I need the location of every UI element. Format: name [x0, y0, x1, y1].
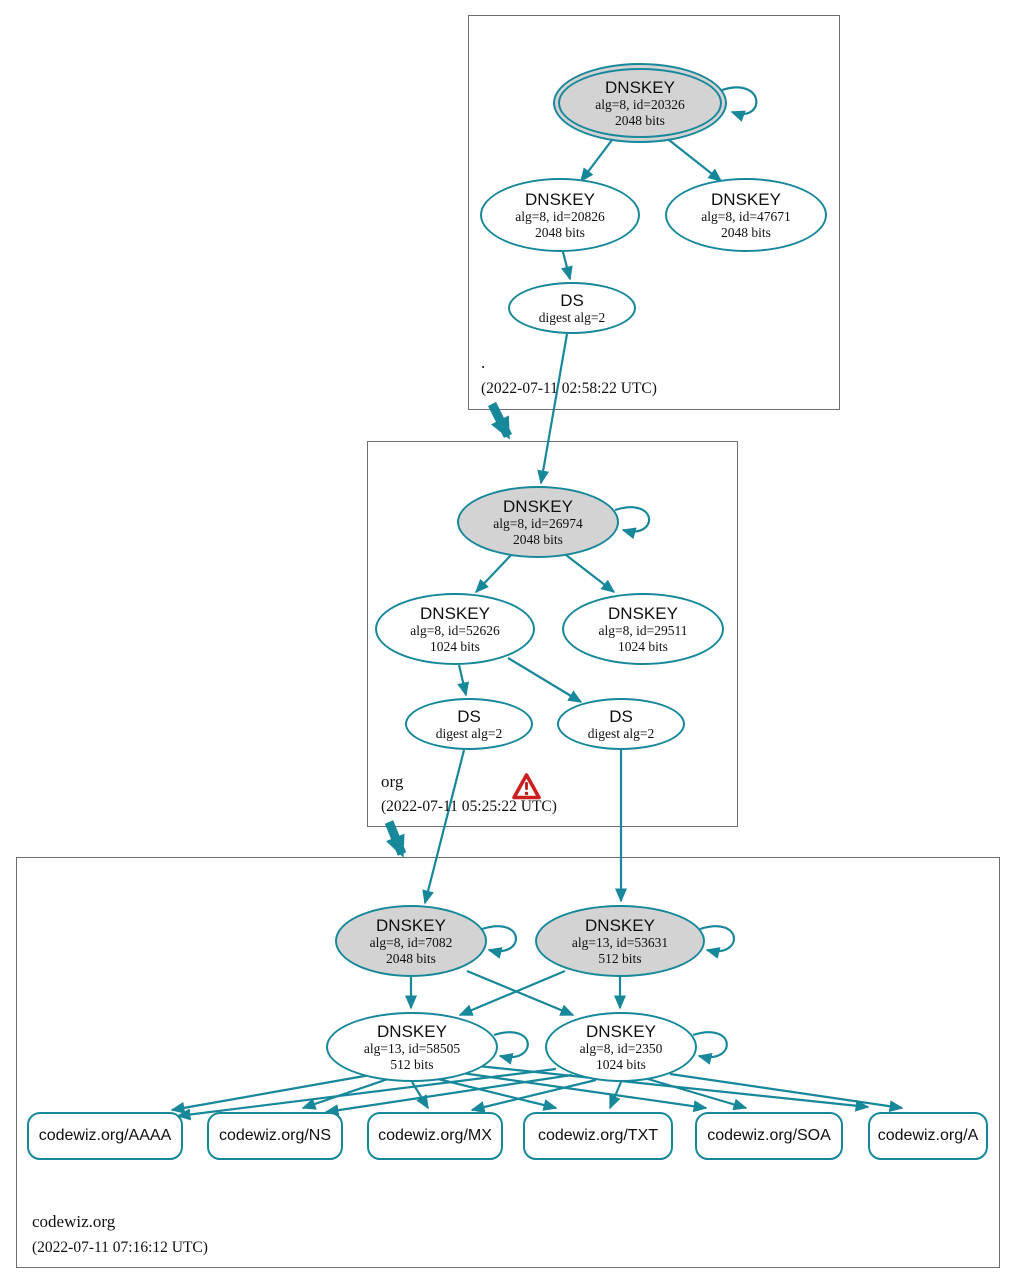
node-title: DNSKEY: [711, 189, 781, 209]
org-zsk-dnskey-node-29511[interactable]: DNSKEY alg=8, id=29511 1024 bits: [562, 593, 724, 665]
node-bits: 2048 bits: [721, 224, 771, 240]
node-bits: 2048 bits: [535, 224, 585, 240]
zone-name-org: org: [381, 772, 404, 791]
node-bits: 512 bits: [598, 950, 642, 966]
rrset-label: codewiz.org/AAAA: [38, 1127, 172, 1144]
rrset-label: codewiz.org/SOA: [707, 1127, 831, 1144]
node-bits: 1024 bits: [596, 1056, 646, 1072]
rrset-node-codewiz-org-txt[interactable]: codewiz.org/TXT: [523, 1112, 673, 1160]
org-ds-node-right[interactable]: DS digest alg=2: [557, 698, 685, 750]
node-detail: alg=8, id=52626: [410, 622, 500, 638]
node-title: DS: [560, 290, 584, 310]
node-detail: digest alg=2: [587, 725, 655, 741]
node-bits: 2048 bits: [615, 112, 665, 128]
node-title: DS: [457, 706, 481, 726]
rrset-node-codewiz-org-a[interactable]: codewiz.org/A: [868, 1112, 988, 1160]
node-title: DNSKEY: [525, 189, 595, 209]
node-detail: digest alg=2: [435, 725, 503, 741]
zone-timestamp-codewiz-org: (2022-07-11 07:16:12 UTC): [32, 1239, 208, 1256]
node-detail: alg=8, id=20326: [595, 96, 685, 112]
node-title: DS: [609, 706, 633, 726]
node-detail: alg=13, id=58505: [363, 1040, 461, 1056]
node-bits: 1024 bits: [618, 638, 668, 654]
node-title: DNSKEY: [608, 603, 678, 623]
node-title: DNSKEY: [503, 496, 573, 516]
node-detail: alg=8, id=47671: [701, 208, 791, 224]
zone-timestamp-root: (2022-07-11 02:58:22 UTC): [481, 380, 657, 397]
node-title: DNSKEY: [377, 1021, 447, 1041]
root-ds-node[interactable]: DS digest alg=2: [508, 282, 636, 334]
node-bits: 1024 bits: [430, 638, 480, 654]
node-title: DNSKEY: [585, 915, 655, 935]
codewiz-ksk-dnskey-node-53631[interactable]: DNSKEY alg=13, id=53631 512 bits: [535, 905, 705, 977]
rrset-label: codewiz.org/A: [877, 1127, 979, 1144]
node-detail: alg=8, id=2350: [579, 1040, 663, 1056]
org-ksk-dnskey-node-26974[interactable]: DNSKEY alg=8, id=26974 2048 bits: [457, 486, 619, 558]
rrset-node-codewiz-org-soa[interactable]: codewiz.org/SOA: [695, 1112, 843, 1160]
zone-timestamp-org: (2022-07-11 05:25:22 UTC): [381, 798, 557, 815]
node-detail: alg=8, id=20826: [515, 208, 605, 224]
org-zsk-dnskey-node-52626[interactable]: DNSKEY alg=8, id=52626 1024 bits: [375, 593, 535, 665]
node-detail: alg=8, id=7082: [369, 934, 453, 950]
node-detail: digest alg=2: [538, 309, 606, 325]
codewiz-zsk-dnskey-node-2350[interactable]: DNSKEY alg=8, id=2350 1024 bits: [545, 1012, 697, 1082]
node-title: DNSKEY: [420, 603, 490, 623]
node-detail: alg=8, id=29511: [598, 622, 688, 638]
root-ksk-dnskey-node-20326[interactable]: DNSKEY alg=8, id=20326 2048 bits: [553, 63, 727, 143]
zone-box-codewiz-org: [16, 857, 1000, 1268]
root-zsk-dnskey-node-20826[interactable]: DNSKEY alg=8, id=20826 2048 bits: [480, 178, 640, 252]
zone-name-root: .: [481, 353, 486, 372]
zone-name-codewiz-org: codewiz.org: [32, 1212, 116, 1231]
rrset-label: codewiz.org/TXT: [537, 1127, 659, 1144]
node-title: DNSKEY: [605, 77, 675, 97]
org-ds-node-left[interactable]: DS digest alg=2: [405, 698, 533, 750]
node-title: DNSKEY: [586, 1021, 656, 1041]
rrset-node-codewiz-org-ns[interactable]: codewiz.org/NS: [207, 1112, 343, 1160]
rrset-label: codewiz.org/NS: [218, 1127, 332, 1144]
rrset-label: codewiz.org/MX: [378, 1127, 492, 1144]
rrset-node-codewiz-org-aaaa[interactable]: codewiz.org/AAAA: [27, 1112, 183, 1160]
node-title: DNSKEY: [376, 915, 446, 935]
node-detail: alg=13, id=53631: [571, 934, 669, 950]
node-detail: alg=8, id=26974: [493, 515, 583, 531]
warning-icon: [512, 773, 541, 800]
node-bits: 2048 bits: [386, 950, 436, 966]
node-bits: 2048 bits: [513, 531, 563, 547]
root-zsk-dnskey-node-47671[interactable]: DNSKEY alg=8, id=47671 2048 bits: [665, 178, 827, 252]
codewiz-ksk-dnskey-node-7082[interactable]: DNSKEY alg=8, id=7082 2048 bits: [335, 905, 487, 977]
node-bits: 512 bits: [390, 1056, 434, 1072]
rrset-node-codewiz-org-mx[interactable]: codewiz.org/MX: [367, 1112, 503, 1160]
codewiz-zsk-dnskey-node-58505[interactable]: DNSKEY alg=13, id=58505 512 bits: [326, 1012, 498, 1082]
zone-box-root: [468, 15, 840, 410]
